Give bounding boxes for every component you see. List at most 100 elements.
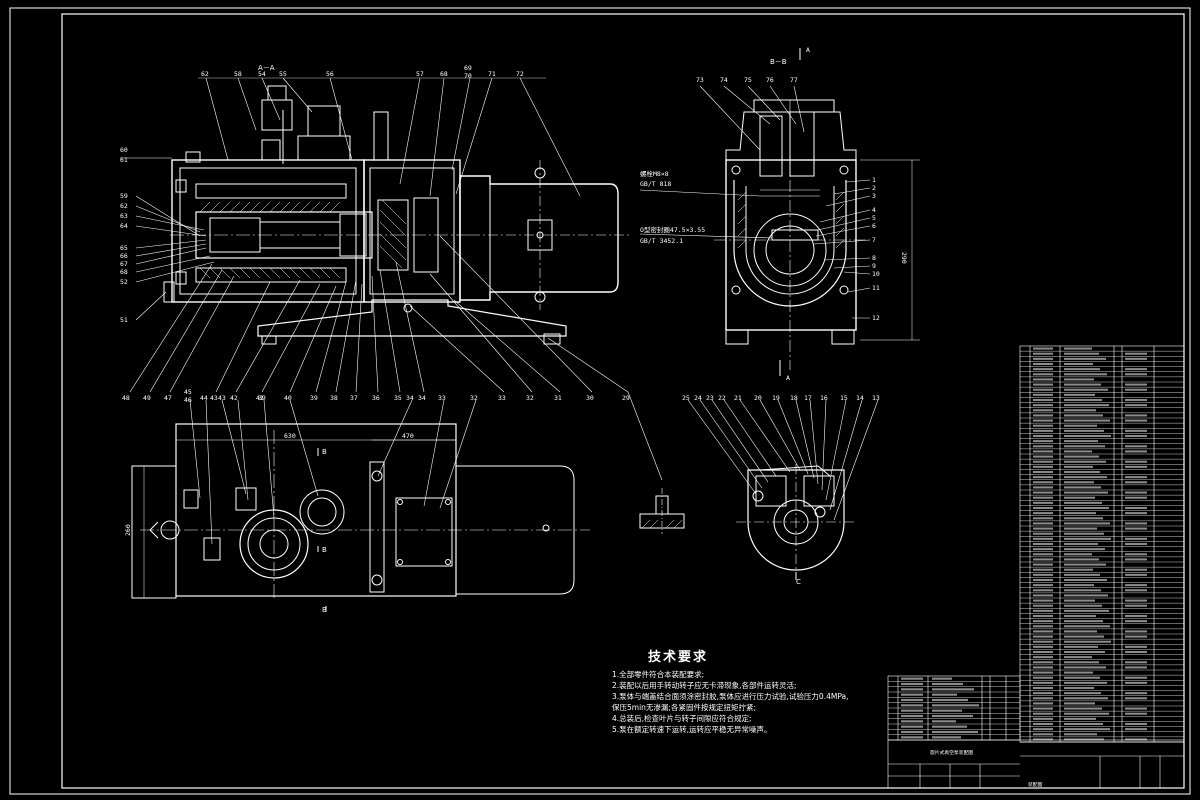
parts-row-text-mark [1125,398,1147,402]
parts-row-text-mark [1064,599,1095,602]
parts-row-text-mark [1064,429,1104,432]
parts-row-text-mark [1064,702,1095,705]
parts-row-text-mark [1064,568,1093,571]
view-c [736,464,856,580]
parts-row-text-mark [1064,712,1109,715]
parts-row-text-mark [1064,635,1104,638]
parts-row-text-mark [1033,722,1053,726]
parts-row-text-mark [1033,604,1053,607]
parts-row-text-mark [1125,542,1147,546]
parts-row-text-mark [1033,486,1053,489]
leader-label: 13 [872,394,880,402]
parts-row-text-mark [901,714,923,718]
parts-row-text-mark [1033,398,1053,402]
parts-row-text-mark [1125,496,1147,499]
section-marker-b-bottom: B [322,606,327,614]
parts-row-text-mark [1125,491,1147,494]
parts-row-text-mark [1125,697,1147,700]
parts-row-text-mark [1125,414,1147,417]
parts-row-text-mark [1033,568,1053,571]
leader-label: 34 [406,394,414,402]
parts-row-text-mark [1064,501,1102,504]
parts-row-text-mark [1064,676,1100,679]
parts-row-text-mark [1125,419,1147,422]
parts-row-text-mark [1125,429,1147,432]
parts-row-text-mark [901,688,923,691]
parts-row-text-mark [1125,604,1147,607]
parts-row-text-mark [1033,650,1053,654]
parts-row-text-mark [1064,460,1106,463]
parts-row-text-mark [1125,553,1147,556]
parts-row-text-mark [1033,645,1053,648]
leader-label: 47 [164,394,172,402]
leader-label: 73 [696,76,704,84]
leader-label: 62 [120,202,128,210]
parts-row-text-mark [1125,357,1147,360]
leader-label: 51 [120,316,128,324]
leader-label: 36 [372,394,380,402]
parts-row-text-mark [901,704,923,707]
parts-row-text-mark [1033,347,1053,350]
requirement-line: 1.全部零件符合本装配要求; [612,670,705,679]
parts-row-text-mark [1064,527,1097,530]
parts-row-text-mark [1033,491,1053,494]
parts-row-text-mark [901,720,923,723]
parts-row-text-mark [1033,357,1053,360]
parts-row-text-mark [1064,491,1108,494]
parts-row-text-mark [1033,450,1053,453]
leader-label: 66 [120,252,128,260]
parts-row-text-mark [901,730,923,734]
parts-row-text-mark [1125,568,1147,571]
leader-label: 52 [120,278,128,286]
leader-label: 16 [820,394,828,402]
requirement-line: 5.泵在额定转速下运转,运转应平稳无异常噪声。 [612,725,772,734]
parts-row-text-mark [1064,522,1110,525]
parts-row-text-mark [1064,558,1099,561]
parts-row-text-mark [1033,548,1053,551]
parts-row-text-mark [1033,527,1053,530]
leader-label: 69 [464,64,472,72]
parts-row-text-mark [932,730,978,734]
parts-row-text-mark [1064,517,1103,520]
leader-label: 49 [143,394,151,402]
parts-row-text-mark [932,677,952,680]
parts-row-text-mark [1033,506,1053,510]
parts-row-text-mark [1064,671,1093,674]
parts-row-text-mark [1125,573,1147,576]
parts-row-text-mark [1125,537,1147,540]
leader-label: 14 [856,394,864,402]
view-plan-b [131,423,590,612]
parts-row-text-mark [1064,630,1097,633]
leader-label: 3 [872,192,876,200]
parts-row-text-mark [1033,419,1053,422]
parts-row-text-mark [1033,594,1053,597]
parts-row-text-mark [1033,656,1053,659]
parts-row-text-mark [932,709,962,712]
leader-label: 44 [200,394,208,402]
parts-row-text-mark [1064,563,1106,566]
parts-row-text-mark [1125,465,1147,468]
parts-row-text-mark [1033,393,1053,396]
leader-label: 17 [804,394,812,402]
leader-label: 74 [720,76,728,84]
parts-row-text-mark [1064,666,1106,669]
parts-row-text-mark [1033,429,1053,432]
leaders-plan [189,399,477,545]
parts-row-text-mark [901,693,923,696]
leaders-bottom [129,235,663,481]
section-label-aa: A－A [258,64,275,72]
leader-label: 76 [766,76,774,84]
dimension-width-left: 630 [284,432,296,440]
view-section-aa: A－A [163,64,630,345]
parts-row-text-mark [1064,362,1093,366]
parts-row-text-mark [1125,558,1147,561]
dimension-width-plan: 470 [402,432,414,440]
parts-row-text-mark [1033,635,1053,638]
parts-row-text-mark [1125,476,1147,479]
parts-row-text-mark [1033,625,1053,628]
leader-label: 24 [694,394,702,402]
parts-row-text-mark [1064,692,1101,695]
section-marker-b-mid: B [322,546,327,554]
requirement-line: 保压5min无渗漏;各紧固件按规定扭矩拧紧; [612,703,756,712]
parts-row-text-mark [1064,476,1107,479]
